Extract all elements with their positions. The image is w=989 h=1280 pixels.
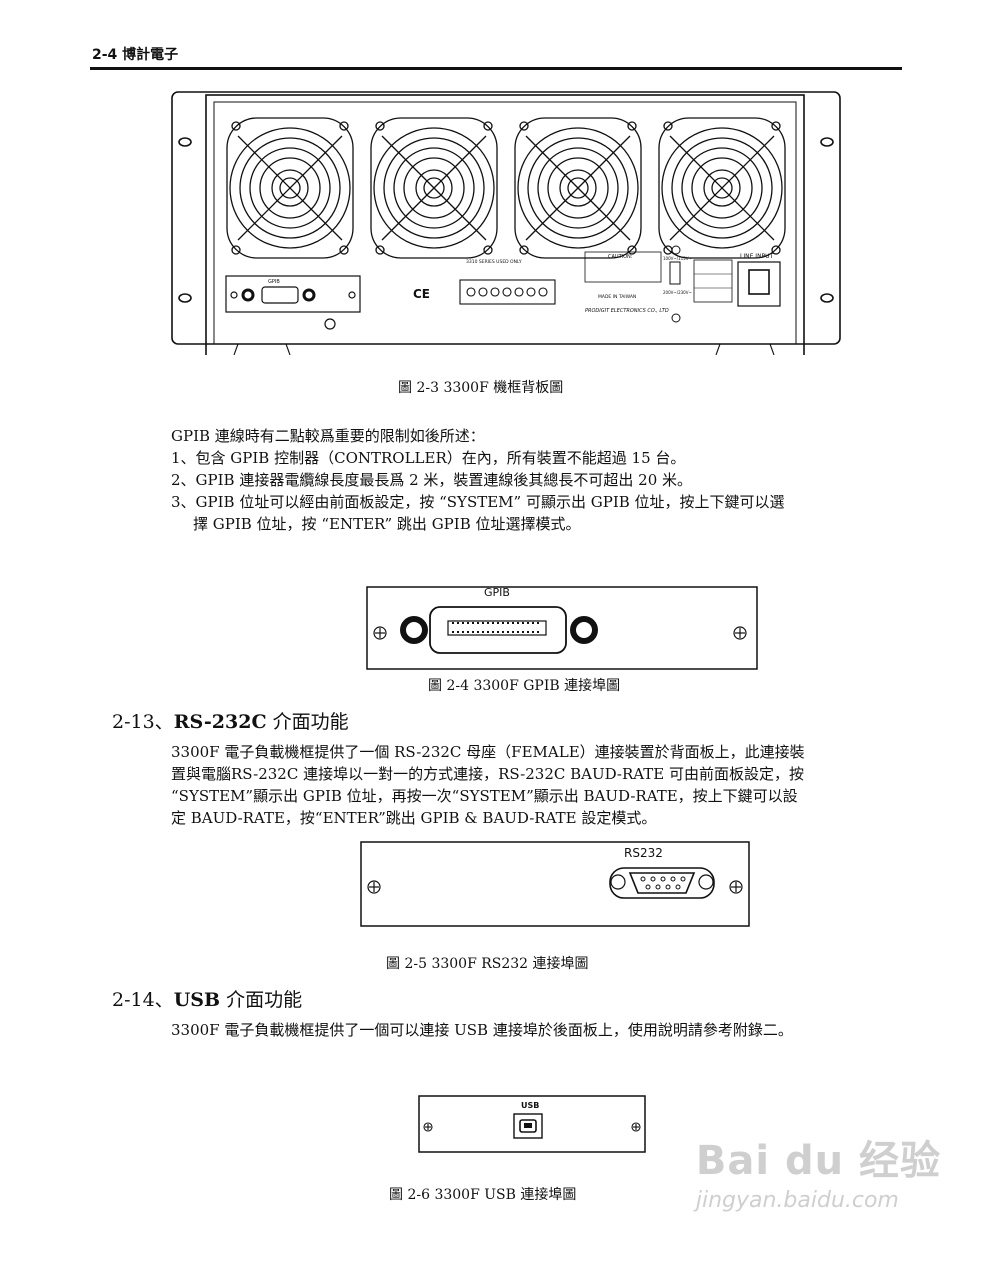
section-2-14-line-1: 3300F 電子負載機框提供了一個可以連接 USB 連接埠於後面板上，使用說明請… (171, 1021, 793, 1039)
section-2-14-heading: 2-14、USB 介面功能 (112, 989, 303, 1011)
figure-2-3-caption: 圖 2-3 3300F 機框背板圖 (398, 380, 564, 396)
baidu-watermark: Bai du 经验 jingyan.baidu.com (696, 1128, 941, 1213)
section-2-13-line-2: 置與電腦RS-232C 連接埠以一對一的方式連接，RS-232C BAUD-RA… (171, 765, 805, 783)
svg-text:MADE IN TAIWAN: MADE IN TAIWAN (598, 294, 636, 300)
gpib-notes-item-3-line-1: 3、GPIB 位址可以經由前面板設定，按 “SYSTEM” 可顯示出 GPIB … (171, 493, 785, 511)
watermark-url: jingyan.baidu.com (695, 1188, 899, 1213)
figure-2-4-caption: 圖 2-4 3300F GPIB 連接埠圖 (428, 678, 621, 694)
svg-text:LINE INPUT: LINE INPUT (740, 253, 774, 260)
gpib-notes-intro: GPIB 連線時有二點較爲重要的限制如後所述： (171, 427, 485, 445)
header-rule (90, 67, 902, 70)
usb-port-figure: USB (418, 1095, 646, 1153)
page-header: 2-4 博計電子 (92, 47, 179, 63)
section-2-14-body: 3300F 電子負載機框提供了一個可以連接 USB 連接埠於後面板上，使用說明請… (171, 1019, 793, 1041)
section-2-13-line-3: “SYSTEM”顯示出 GPIB 位址，再按一次“SYSTEM”顯示出 BAUD… (171, 787, 798, 805)
gpib-notes: GPIB 連線時有二點較爲重要的限制如後所述： 1、包含 GPIB 控制器（CO… (171, 425, 785, 535)
svg-text:200V~/230V~: 200V~/230V~ (663, 290, 692, 295)
svg-text:100V~/115V~: 100V~/115V~ (663, 256, 692, 261)
rs232-port-figure: RS232 (360, 841, 750, 927)
svg-text:PRODIGIT ELECTRONICS CO., LTD: PRODIGIT ELECTRONICS CO., LTD (585, 308, 669, 314)
section-2-13-line-4: 定 BAUD-RATE，按“ENTER”跳出 GPIB & BAUD-RATE … (171, 809, 657, 827)
svg-text:GPIB: GPIB (268, 279, 280, 285)
section-2-13-line-1: 3300F 電子負載機框提供了一個 RS-232C 母座（FEMALE）連接裝置… (171, 743, 805, 761)
gpib-notes-item-3-line-2: 擇 GPIB 位址，按 “ENTER” 跳出 GPIB 位址選擇模式。 (193, 515, 581, 533)
gpib-notes-item-1: 1、包含 GPIB 控制器（CONTROLLER）在內，所有裝置不能超過 15 … (171, 449, 686, 467)
section-2-13-body: 3300F 電子負載機框提供了一個 RS-232C 母座（FEMALE）連接裝置… (171, 741, 805, 829)
svg-text:CAUTION:: CAUTION: (608, 254, 633, 260)
figure-2-5-caption: 圖 2-5 3300F RS232 連接埠圖 (386, 956, 589, 972)
rear-panel-figure: GPIB CE 3310 SERIES USED ONLY CAUTION: M… (171, 91, 841, 355)
gpib-port-label: GPIB (484, 586, 510, 599)
section-2-13-heading: 2-13、RS-232C 介面功能 (112, 711, 349, 733)
usb-port-label: USB (521, 1101, 539, 1110)
svg-text:3310 SERIES USED ONLY: 3310 SERIES USED ONLY (466, 259, 522, 265)
svg-text:CE: CE (413, 287, 430, 301)
rs232-port-label: RS232 (624, 846, 663, 860)
gpib-port-figure: GPIB (366, 586, 758, 670)
figure-2-6-caption: 圖 2-6 3300F USB 連接埠圖 (389, 1187, 577, 1203)
watermark-logo: Bai du 经验 (695, 1138, 941, 1184)
gpib-notes-item-2: 2、GPIB 連接器電纜線長度最長爲 2 米，裝置連線後其總長不可超出 20 米… (171, 471, 693, 489)
